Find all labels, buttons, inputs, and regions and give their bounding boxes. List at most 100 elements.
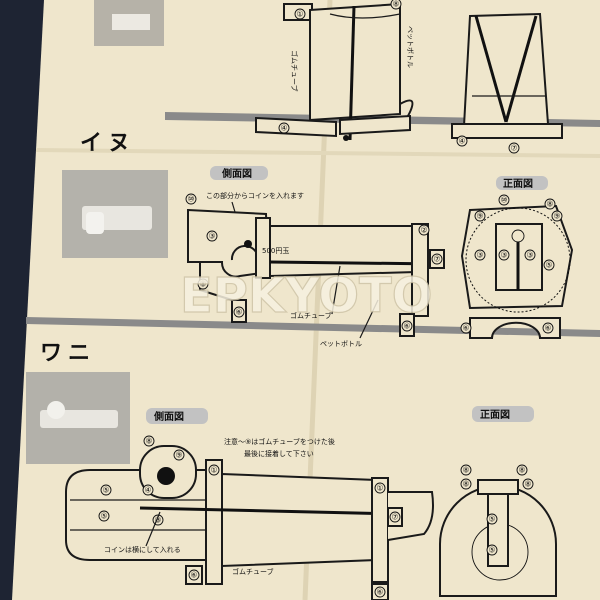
dog-title: イヌ [80, 131, 136, 156]
fold-crease-horizontal [35, 148, 600, 158]
top-photo-object [112, 14, 150, 30]
top-front-frame [462, 12, 550, 128]
croc-front-callout-5a-circle [486, 513, 498, 525]
dog-front-heading-bg [496, 176, 548, 190]
croc-callout-6b-circle [374, 586, 386, 598]
top-part-4-left [255, 116, 337, 138]
dog-front-heading: 正面図 [503, 178, 533, 190]
croc-front-callout-5b-circle [486, 544, 498, 556]
dog-front-callout-3a-circle [474, 249, 486, 261]
croc-front-callout-8d-circle [522, 478, 534, 490]
croc-callout-5b: ⑤ [100, 512, 107, 521]
callout-4-circle [278, 122, 290, 134]
croc-front-callout-5b: ⑤ [488, 546, 495, 555]
dog-callout-7: ⑦ [433, 255, 440, 264]
croc-note-line2: 最後に接着して下さい [244, 449, 314, 458]
croc-front-callout-8a: ⑧ [462, 466, 469, 475]
dog-front-callout-9a: ⑨ [476, 212, 483, 221]
dog-callout-3-circle [206, 230, 218, 242]
croc-side-heading-bg [146, 408, 208, 424]
croc-callout-8: ⑧ [145, 437, 152, 446]
callout-4b: ④ [458, 137, 465, 146]
croc-rubber-tube [139, 506, 401, 516]
callout-1: ① [296, 10, 303, 19]
dog-callout-2-circle [418, 224, 430, 236]
croc-front-callout-8d: ⑧ [524, 480, 531, 489]
croc-callout-7: ⑦ [391, 513, 398, 522]
croc-callout-9: ⑨ [175, 451, 182, 460]
dog-front-callout-10-circle [498, 194, 510, 206]
callout-7-circle [508, 142, 520, 154]
croc-front-heading: 正面図 [480, 409, 510, 421]
croc-front-head-cap [477, 479, 519, 495]
callout-1-circle [294, 8, 306, 20]
croc-photo-head [47, 401, 65, 419]
dog-callout-10: ⑩ [187, 195, 194, 204]
dog-front-callout-8-circle [544, 198, 556, 210]
dog-front-callout-9b: ⑨ [553, 212, 560, 221]
dog-front-dashed-circle [465, 207, 571, 313]
croc-tail-block [387, 491, 434, 541]
croc-part-1-right [371, 477, 389, 583]
dog-bottle-leader [359, 299, 379, 339]
dog-front-callout-3c: ③ [526, 251, 533, 260]
croc-front-callout-8a-circle [460, 464, 472, 476]
dog-front-hole [511, 229, 525, 243]
croc-callout-6b: ⑥ [376, 588, 383, 597]
dog-head-block [187, 208, 270, 278]
croc-callout-1b: ① [376, 484, 383, 493]
dog-coin-note: この部分からコインを入れます [206, 191, 304, 200]
top-front-base [451, 123, 563, 139]
croc-callout-3: ③ [154, 516, 161, 525]
top-rivet [343, 135, 349, 141]
dog-eye [244, 240, 252, 248]
croc-front-callout-8c-circle [460, 478, 472, 490]
dog-front-callout-9a-circle [474, 210, 486, 222]
dog-front-callout-6a: ⑥ [462, 324, 469, 333]
croc-eye [157, 467, 175, 485]
croc-bottle-body [221, 472, 377, 568]
top-section: ① ④ ④ ⑧ ⑦ ゴムチューブ ペットボトル [94, 0, 563, 154]
top-bottle-curve [329, 13, 401, 19]
croc-callout-4: ④ [144, 486, 151, 495]
top-rubber-tube [348, 5, 356, 141]
dog-photo-head [86, 212, 104, 234]
dog-callout-7-circle [431, 253, 443, 265]
dog-tube-label: ゴムチューブ [290, 311, 332, 320]
dog-front-callout-5-circle [543, 259, 555, 271]
croc-title: ワニ [40, 341, 96, 366]
croc-coin-note-leader [145, 511, 161, 547]
croc-callout-1a-circle [208, 464, 220, 476]
dog-front-callout-10: ⑩ [500, 196, 507, 205]
top-bottle-label: ペットボトル [406, 26, 414, 68]
dog-callout-6b: ⑥ [403, 322, 410, 331]
dog-front-base [469, 317, 561, 339]
croc-callout-6a-circle [188, 569, 200, 581]
callout-8-circle [390, 0, 402, 10]
dog-section: イヌ 側面図 この部分からコインを入れます ⑩ ③ ② ⑦ ⑥ ⑥ ⑧ 500円… [62, 131, 574, 348]
dog-front-callout-5: ⑤ [545, 261, 552, 270]
dog-side-heading: 側面図 [221, 167, 252, 180]
croc-callout-7-circle [389, 511, 401, 523]
dog-bottle-label: ペットボトル [320, 340, 362, 348]
croc-front-callout-8b: ⑧ [518, 466, 525, 475]
dog-front-callout-3c-circle [524, 249, 536, 261]
dog-coin-label: 500円玉 [262, 247, 289, 255]
dog-front-callout-6a-circle [460, 322, 472, 334]
watermark: EPKYOTO [180, 268, 433, 324]
dog-callout-6b-circle [401, 320, 413, 332]
croc-front-callout-5a: ⑤ [488, 515, 495, 524]
croc-callout-1b-circle [374, 482, 386, 494]
section-divider-croc [26, 317, 600, 337]
dog-front-callout-3b-circle [498, 249, 510, 261]
top-bottle-body [309, 2, 401, 122]
croc-front-callout-8b-circle [516, 464, 528, 476]
dog-callout-8: ⑧ [199, 280, 206, 289]
croc-callout-5b-circle [98, 510, 110, 522]
dog-foot-left [199, 262, 233, 301]
croc-callout-4-circle [142, 484, 154, 496]
dog-front-callout-3a: ③ [476, 251, 483, 260]
dog-side-heading-bg [210, 166, 268, 180]
